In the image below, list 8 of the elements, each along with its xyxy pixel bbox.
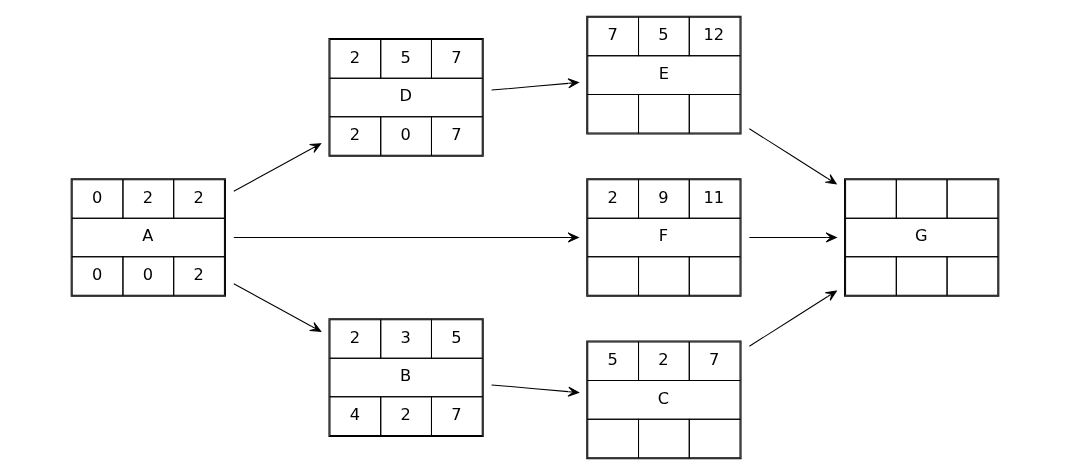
- arrow: [491, 78, 579, 91]
- arrow: [233, 232, 579, 243]
- arrow: [748, 128, 837, 185]
- arrow: [233, 283, 322, 332]
- arrow: [491, 384, 579, 397]
- arrow: [233, 143, 322, 192]
- arrow: [748, 290, 837, 347]
- arrow: [748, 232, 837, 243]
